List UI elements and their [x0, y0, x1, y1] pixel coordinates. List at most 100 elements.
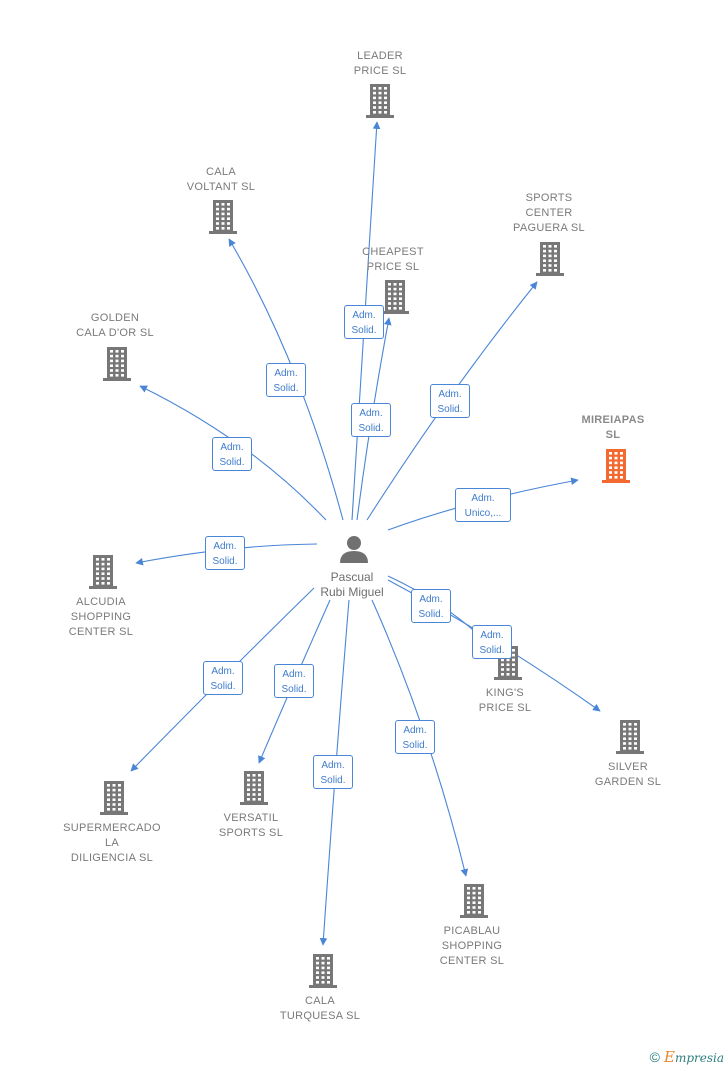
company-label-kings-price[interactable]: KING'S PRICE SL — [440, 686, 570, 716]
company-label-line: CALA — [305, 995, 335, 1007]
company-label-line: CALA — [206, 166, 236, 178]
copyright-icon: © — [649, 1049, 660, 1065]
edge-badge-line2: Solid. — [320, 775, 346, 786]
company-label-line: GARDEN SL — [594, 776, 662, 788]
edge-badge-line1: Adm. — [480, 630, 504, 641]
company-label-line: SHOPPING — [70, 611, 132, 623]
person-icon[interactable] — [340, 536, 368, 563]
company-label-line: SL — [605, 429, 621, 441]
edge-badge-mireiapas[interactable]: Adm. Unico,... — [455, 488, 511, 522]
building-icon-versatil-sports[interactable] — [240, 771, 268, 805]
building-icon-picablau-shopping[interactable] — [460, 884, 488, 918]
building-icon-cala-voltant[interactable] — [209, 200, 237, 234]
footer-brand[interactable]: ©Empresia — [650, 1048, 724, 1066]
building-icon-cala-turquesa[interactable] — [309, 954, 337, 988]
edge-badge-line1: Adm. — [419, 594, 443, 605]
edge-badge-line2: Solid. — [479, 645, 505, 656]
edge-badge-supermercado-la-diligencia[interactable]: Adm. Solid. — [203, 661, 243, 695]
edge-badge-line2: Solid. — [418, 609, 444, 620]
company-label-supermercado-la-diligencia[interactable]: SUPERMERCADO LA DILIGENCIA SL — [47, 821, 177, 866]
company-label-line: CALA D'OR SL — [76, 327, 154, 339]
company-label-line: SUPERMERCADO — [63, 822, 161, 834]
company-label-line: CHEAPEST — [362, 246, 424, 258]
company-label-cala-voltant[interactable]: CALA VOLTANT SL — [156, 165, 286, 195]
company-label-line: SPORTS — [525, 192, 573, 204]
company-label-golden-cala-dor[interactable]: GOLDEN CALA D'OR SL — [50, 311, 180, 341]
company-label-line: TURQUESA SL — [279, 1010, 361, 1022]
edge-badge-line2: Solid. — [351, 325, 377, 336]
person-name-line2: Rubi Miguel — [320, 585, 384, 599]
edge-badge-line2: Solid. — [273, 383, 299, 394]
company-label-cala-turquesa[interactable]: CALA TURQUESA SL — [255, 994, 385, 1024]
company-label-versatil-sports[interactable]: VERSATIL SPORTS SL — [186, 811, 316, 841]
company-label-line: VOLTANT SL — [186, 181, 256, 193]
company-label-line: MIREIAPAS — [581, 414, 645, 426]
edge-badge-line2: Solid. — [219, 457, 245, 468]
edge-badge-versatil-sports[interactable]: Adm. Solid. — [274, 664, 314, 698]
edge-badge-picablau-shopping[interactable]: Adm. Solid. — [395, 720, 435, 754]
edge-badge-line1: Adm. — [274, 368, 298, 379]
company-label-line: CENTER SL — [68, 626, 134, 638]
icons-layer — [89, 84, 644, 988]
building-icon-silver-garden[interactable] — [616, 720, 644, 754]
company-label-mireiapas[interactable]: MIREIAPAS SL — [548, 413, 678, 443]
edge-badge-kings-price[interactable]: Adm. Solid. — [411, 589, 451, 623]
company-label-line: PRICE SL — [478, 702, 532, 714]
edge-badge-golden-cala-dor[interactable]: Adm. Solid. — [212, 437, 252, 471]
edge-badge-line1: Adm. — [359, 408, 383, 419]
edge-badge-line2: Solid. — [437, 404, 463, 415]
edge-badge-line1: Adm. — [282, 669, 306, 680]
edge-badge-alcudia-shopping[interactable]: Adm. Solid. — [205, 536, 245, 570]
edge-badge-line2: Solid. — [281, 684, 307, 695]
edge-badge-line2: Solid. — [358, 423, 384, 434]
company-label-cheapest-price[interactable]: CHEAPEST PRICE SL — [328, 245, 458, 275]
company-label-line: GOLDEN — [90, 312, 140, 324]
edge-badge-line1: Adm. — [211, 666, 235, 677]
edge-badge-line1: Adm. — [321, 760, 345, 771]
company-label-line: LA — [104, 837, 120, 849]
edge-badge-line1: Adm. — [220, 442, 244, 453]
person-label[interactable]: Pascual Rubi Miguel — [297, 570, 407, 600]
company-label-line: PRICE SL — [366, 261, 420, 273]
edge-badge-leader-price[interactable]: Adm. Solid. — [344, 305, 384, 339]
company-label-line: SPORTS SL — [218, 827, 284, 839]
company-label-alcudia-shopping[interactable]: ALCUDIA SHOPPING CENTER SL — [36, 595, 166, 640]
edge-badge-cheapest-price[interactable]: Adm. Solid. — [351, 403, 391, 437]
building-icon-alcudia-shopping[interactable] — [89, 555, 117, 589]
company-label-line: SILVER — [607, 761, 649, 773]
edge-badge-line1: Adm. — [352, 310, 376, 321]
edge-badge-line1: Adm. — [471, 493, 495, 504]
company-label-line: PICABLAU — [443, 925, 501, 937]
edge-badge-line2: Solid. — [402, 740, 428, 751]
company-label-line: CENTER SL — [439, 955, 505, 967]
edge-badge-line1: Adm. — [438, 389, 462, 400]
edge-badge-silver-garden[interactable]: Adm. Solid. — [472, 625, 512, 659]
company-label-line: ALCUDIA — [76, 596, 126, 608]
edge-badge-line2: Solid. — [212, 556, 238, 567]
building-icon-leader-price[interactable] — [366, 84, 394, 118]
building-icon-supermercado-la-diligencia[interactable] — [100, 781, 128, 815]
brand-logo: Empresia — [663, 1048, 724, 1066]
company-label-line: DILIGENCIA SL — [70, 852, 154, 864]
building-icon-golden-cala-dor[interactable] — [103, 347, 131, 381]
person-name-line1: Pascual — [330, 570, 374, 584]
edge-badge-sports-center-paguera[interactable]: Adm. Solid. — [430, 384, 470, 418]
edge-badge-cala-turquesa[interactable]: Adm. Solid. — [313, 755, 353, 789]
company-label-line: CENTER — [525, 207, 573, 219]
building-icon-cheapest-price[interactable] — [381, 280, 409, 314]
edge-badge-line1: Adm. — [213, 541, 237, 552]
building-icon-sports-center-paguera[interactable] — [536, 242, 564, 276]
company-label-silver-garden[interactable]: SILVER GARDEN SL — [563, 760, 693, 790]
company-label-line: LEADER — [357, 50, 403, 62]
edge-badge-line2: Solid. — [210, 681, 236, 692]
building-icon-mireiapas[interactable] — [602, 449, 630, 483]
edge-badge-cala-voltant[interactable]: Adm. Solid. — [266, 363, 306, 397]
company-label-line: KING'S — [485, 687, 525, 699]
edge-badge-line2: Unico,... — [464, 508, 502, 519]
company-label-line: VERSATIL — [223, 812, 279, 824]
edge-badge-line1: Adm. — [403, 725, 427, 736]
